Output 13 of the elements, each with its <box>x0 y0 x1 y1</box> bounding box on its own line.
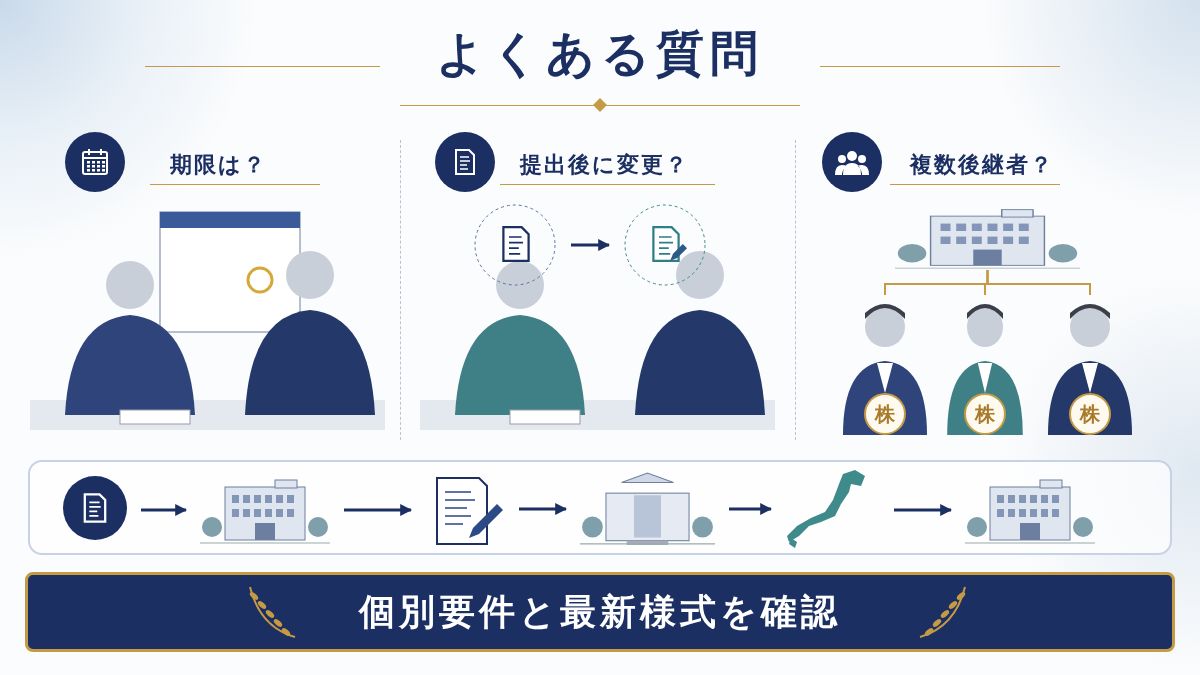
arrow <box>729 503 773 515</box>
arrow <box>571 239 611 251</box>
title: よくある質問 <box>435 24 765 83</box>
question-heading: 期限は？ <box>170 150 267 179</box>
arrow <box>344 504 413 516</box>
question-heading: 提出後に変更？ <box>520 150 689 179</box>
connector-line <box>986 269 1091 296</box>
banner <box>25 572 1175 652</box>
arrow <box>141 504 188 516</box>
question-heading: 複数後継者？ <box>910 150 1054 179</box>
arrow <box>894 504 953 516</box>
banner-text: 個別要件と最新様式を確認 <box>359 588 841 634</box>
arrow <box>519 503 568 515</box>
